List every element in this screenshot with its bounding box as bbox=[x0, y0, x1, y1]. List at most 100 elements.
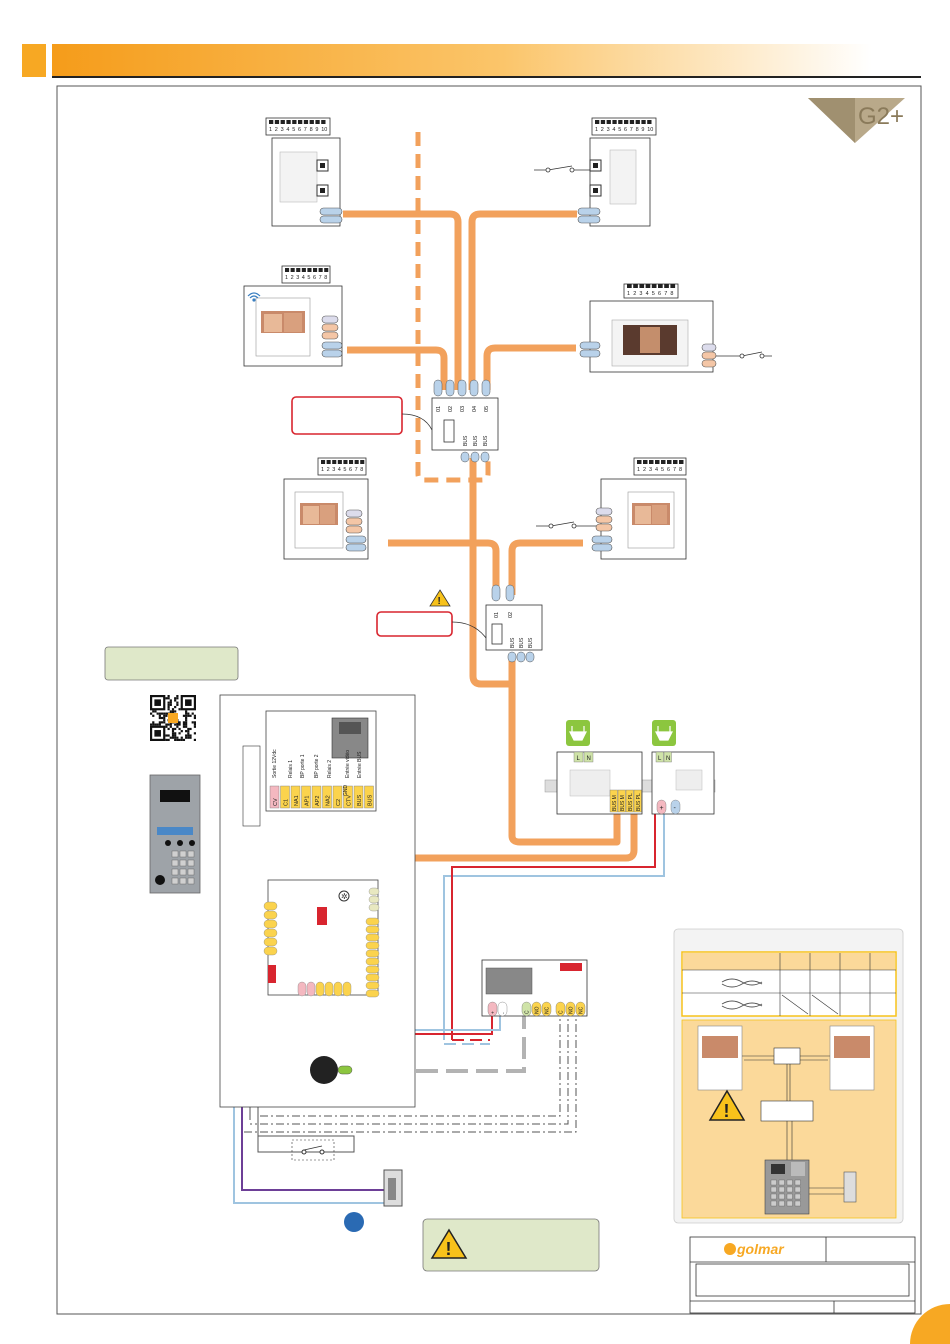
bus-label: BUS bbox=[473, 435, 479, 446]
bottom-warning-callout: ! bbox=[422, 1218, 600, 1272]
warning-icon: ! bbox=[429, 589, 451, 607]
relay-terminal-label: NC bbox=[545, 1006, 551, 1014]
terminal-code: NA1 bbox=[294, 795, 300, 806]
dip-number: 5 bbox=[661, 467, 664, 473]
input-label: L bbox=[658, 756, 662, 762]
terminal-code: C2 bbox=[336, 799, 342, 806]
dip-number: 8 bbox=[324, 275, 327, 281]
output-label: 03 bbox=[460, 406, 466, 412]
relay-terminal-label: C bbox=[559, 1010, 565, 1014]
dip-number: 3 bbox=[296, 275, 299, 281]
relay-terminal-label: NO bbox=[535, 1006, 541, 1014]
dip-switch-8 bbox=[317, 457, 367, 476]
dip-number: 1 bbox=[637, 467, 640, 473]
terminal-code: NA2 bbox=[326, 795, 332, 806]
distributor-2-callout bbox=[376, 611, 487, 639]
output-label: 05 bbox=[484, 406, 490, 412]
lock-module-terminals bbox=[263, 887, 380, 998]
output-label: BUS PL bbox=[636, 793, 642, 811]
dip-number: 2 bbox=[275, 127, 278, 133]
dip-number: 8 bbox=[310, 127, 313, 133]
dip-number: 5 bbox=[652, 291, 655, 297]
main-frame bbox=[56, 85, 922, 1315]
dip-number: 1 bbox=[627, 291, 630, 297]
svg-text:!: ! bbox=[438, 596, 441, 607]
output-label: + bbox=[660, 805, 664, 812]
panel-module-box: ✲ bbox=[219, 694, 416, 1108]
bus-label: BUS bbox=[519, 637, 525, 648]
door-panel-image bbox=[149, 774, 201, 894]
output-label: 01 bbox=[494, 612, 500, 618]
dip-number: 10 bbox=[647, 127, 653, 133]
dip-number: 4 bbox=[338, 467, 341, 473]
dip-number: 6 bbox=[658, 291, 661, 297]
dip-number: 9 bbox=[315, 127, 318, 133]
dip-number: 1 bbox=[595, 127, 598, 133]
power-supply-2-outputs: +- bbox=[656, 799, 681, 815]
terminal-function-label: Entrée vidéo bbox=[345, 750, 351, 778]
terminal-function-label: BP porte 2 bbox=[314, 754, 320, 778]
grey-dashed-wire bbox=[356, 1010, 526, 1073]
dip-number: 1 bbox=[285, 275, 288, 281]
dip-number: 3 bbox=[649, 467, 652, 473]
dip-number: 3 bbox=[281, 127, 284, 133]
dip-number: 6 bbox=[313, 275, 316, 281]
dip-number: 9 bbox=[641, 127, 644, 133]
terminal-code: CTV bbox=[347, 795, 353, 806]
dip-number: 4 bbox=[646, 291, 649, 297]
warning-icon: ! bbox=[430, 1228, 468, 1259]
output-label: BUS PL bbox=[628, 793, 634, 811]
output-label: 04 bbox=[472, 406, 478, 412]
relay-terminal-label: NC bbox=[579, 1006, 585, 1014]
terminal-code: AP2 bbox=[315, 796, 321, 806]
dip-number: 6 bbox=[667, 467, 670, 473]
dip-number: 6 bbox=[298, 127, 301, 133]
wifi-icon bbox=[247, 292, 261, 302]
dip-number: 8 bbox=[679, 467, 682, 473]
qr-code-icon bbox=[150, 695, 196, 741]
dip-number: 3 bbox=[332, 467, 335, 473]
gnd-label: GND bbox=[343, 785, 349, 797]
riser-dashed bbox=[415, 132, 491, 483]
svg-text:!: ! bbox=[446, 1239, 452, 1259]
plug-icon bbox=[652, 720, 676, 746]
output-label: BUS M bbox=[612, 795, 618, 811]
input-label: L bbox=[577, 756, 581, 762]
terminal-function-label: Relais 2 bbox=[327, 760, 333, 778]
dip-number: 5 bbox=[307, 275, 310, 281]
red-blue-dashed bbox=[444, 1039, 490, 1045]
dip-number: 10 bbox=[321, 127, 327, 133]
relay-terminal-label: - bbox=[501, 1012, 507, 1014]
dip-number: 5 bbox=[618, 127, 621, 133]
door-lock bbox=[344, 1169, 403, 1232]
dip-number: 6 bbox=[624, 127, 627, 133]
bus-label: BUS bbox=[483, 435, 489, 446]
terminal-code: CV bbox=[273, 798, 279, 806]
dip-number: 4 bbox=[302, 275, 305, 281]
plug-icon bbox=[566, 720, 590, 746]
dashed-thin-wires bbox=[242, 1008, 577, 1133]
terminal-code: AP1 bbox=[305, 796, 311, 806]
terminal-code: BUS bbox=[357, 794, 363, 806]
dip-number: 8 bbox=[360, 467, 363, 473]
relay-terminal-label: + bbox=[491, 1011, 497, 1014]
output-label: - bbox=[674, 805, 677, 812]
dip-number: 5 bbox=[343, 467, 346, 473]
title-block: golmar bbox=[689, 1236, 916, 1314]
dip-number: 2 bbox=[633, 291, 636, 297]
svg-text:✲: ✲ bbox=[341, 892, 348, 901]
cable-connectors bbox=[319, 207, 717, 552]
distributor-1-callout bbox=[291, 396, 433, 435]
output-label: BUS M bbox=[620, 795, 626, 811]
dip-number: 6 bbox=[349, 467, 352, 473]
dip-number: 7 bbox=[630, 127, 633, 133]
output-label: 01 bbox=[436, 406, 442, 412]
